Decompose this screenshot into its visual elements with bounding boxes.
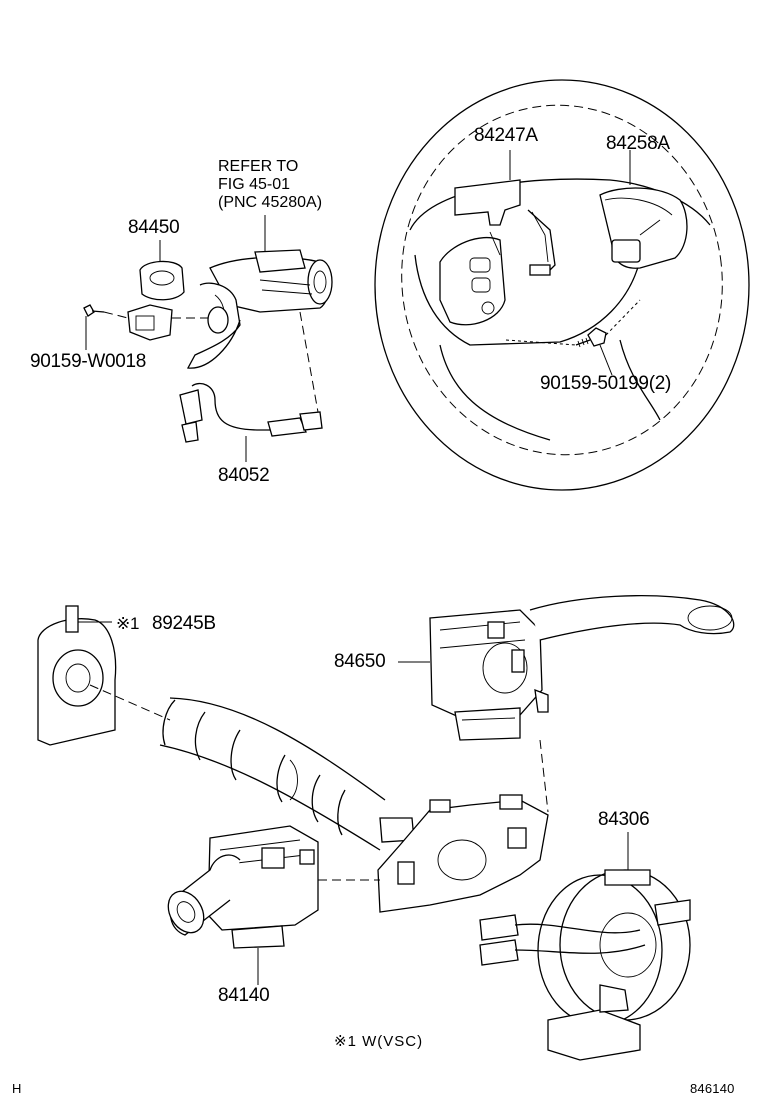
footer-left-code: H xyxy=(12,1081,22,1096)
part-84258a-switch xyxy=(599,150,688,269)
steering-column xyxy=(159,697,415,851)
steering-wheel xyxy=(374,79,750,491)
part-84247a-switch xyxy=(439,150,556,326)
steering-lock-assembly xyxy=(186,215,333,369)
part-84650-combination-switch xyxy=(398,595,735,741)
footnote: ※1 W(VSC) xyxy=(334,1033,424,1050)
reference-line-3: (PNC 45280A) xyxy=(218,194,323,211)
label-90159-w0018: 90159-W0018 xyxy=(30,351,147,372)
bolt-90159-50199 xyxy=(505,299,641,376)
reference-line-2: FIG 45-01 xyxy=(218,176,291,193)
label-84306: 84306 xyxy=(598,809,650,830)
part-84140-combination-switch xyxy=(167,825,319,985)
label-84258a: 84258A xyxy=(606,133,670,154)
label-89245b: 89245B xyxy=(152,613,216,634)
label-84140: 84140 xyxy=(218,985,270,1006)
part-84052-wire xyxy=(179,311,323,462)
reference-line-1: REFER TO xyxy=(218,158,299,175)
part-89245b-sensor xyxy=(37,605,171,746)
label-84450: 84450 xyxy=(128,217,180,238)
screw-90159-w0018 xyxy=(83,304,129,350)
part-84450-switch xyxy=(127,240,212,341)
label-84650: 84650 xyxy=(334,651,386,672)
label-84052: 84052 xyxy=(218,465,270,486)
footer-figure-number: 846140 xyxy=(690,1081,735,1096)
part-84306-spiral-cable xyxy=(479,832,691,1061)
label-84247a: 84247A xyxy=(474,125,538,146)
label-89245b-mark: ※1 xyxy=(116,614,140,633)
label-90159-50199: 90159-50199(2) xyxy=(540,373,672,394)
switch-bracket xyxy=(318,739,549,913)
